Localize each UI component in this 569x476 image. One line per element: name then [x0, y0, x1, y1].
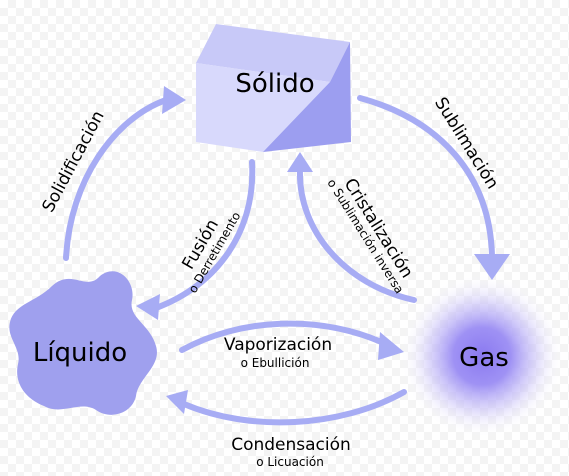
solid-cube — [196, 24, 351, 152]
crystallization-arrow — [287, 152, 417, 303]
vaporization-arrow — [179, 320, 404, 360]
cube-right-face — [263, 42, 351, 152]
sublimation-arrow — [357, 95, 510, 280]
gas-cloud — [400, 274, 564, 438]
condensation-label: Condensación — [231, 435, 351, 455]
crystallization-label-group: Cristalización o Sublimación inversa — [325, 175, 417, 296]
gas-label: Gas — [459, 343, 509, 373]
cube-left-face — [196, 63, 330, 152]
vaporization-alt-label: o Ebullición — [241, 356, 310, 370]
condensation-arrow — [166, 389, 407, 426]
liquid-label: Líquido — [33, 338, 127, 368]
solidification-arrow — [63, 86, 186, 261]
condensation-alt-label: o Licuación — [256, 455, 324, 469]
fusion-arrow — [136, 159, 256, 320]
vaporization-label: Vaporización — [224, 335, 332, 355]
solid-label: Sólido — [235, 69, 314, 99]
cube-top-face — [196, 24, 350, 82]
liquid-blob — [9, 271, 157, 415]
